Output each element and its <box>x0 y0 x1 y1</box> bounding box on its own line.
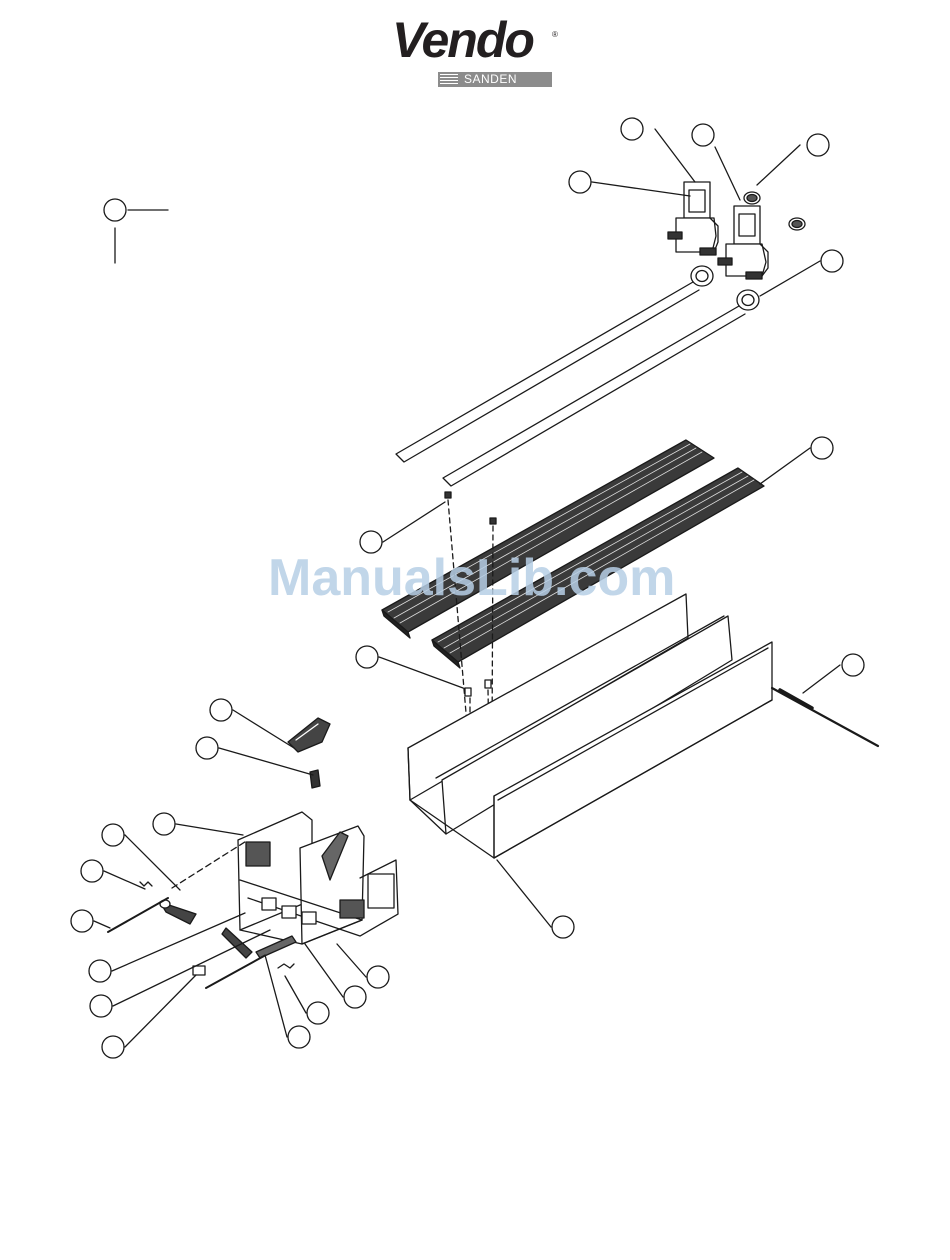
watermark-text: ManualsLib.com <box>268 548 675 608</box>
callout-leader <box>305 944 343 997</box>
callout-leader <box>265 955 287 1037</box>
callout-balloon <box>89 960 111 982</box>
callout-leader <box>113 930 270 1006</box>
callout-balloon <box>102 1036 124 1058</box>
callout-balloon <box>821 250 843 272</box>
callout-balloon <box>307 1002 329 1024</box>
callout-balloon <box>344 986 366 1008</box>
delivery-housing <box>238 812 398 944</box>
lever-arm-left <box>160 900 196 924</box>
callout-balloon <box>569 171 591 193</box>
callout-leader <box>233 710 294 748</box>
callout-leader <box>104 871 145 889</box>
lever-arm-right <box>222 928 296 958</box>
callout-balloon <box>811 437 833 459</box>
callout-balloon <box>367 966 389 988</box>
gate-bracket-left <box>668 182 718 255</box>
callout-balloon <box>104 199 126 221</box>
callout-leader <box>112 913 245 971</box>
callout-balloon <box>621 118 643 140</box>
callout-leader <box>125 975 196 1047</box>
label-plate <box>193 966 205 975</box>
callout-leader <box>803 665 840 693</box>
callout-leader <box>497 860 551 927</box>
callout-leader <box>655 129 695 182</box>
callout-balloon <box>71 910 93 932</box>
callout-leader <box>176 824 243 835</box>
callout-balloon <box>288 1026 310 1048</box>
callout-leader <box>94 921 110 928</box>
bearing-cap-1 <box>744 192 760 204</box>
callout-balloon <box>90 995 112 1017</box>
callout-leader <box>757 145 800 185</box>
bearing-cap-2 <box>789 218 805 230</box>
callout-balloon <box>102 824 124 846</box>
callout-leader <box>337 944 366 977</box>
probe-rod <box>772 688 878 746</box>
coil-rod-left <box>396 266 713 462</box>
gate-bracket-right <box>718 206 768 279</box>
callout-balloon <box>552 916 574 938</box>
callout-leader <box>715 147 740 200</box>
callout-leader <box>760 448 810 484</box>
callout-balloon <box>196 737 218 759</box>
callout-leader <box>760 261 820 296</box>
callout-balloon <box>81 860 103 882</box>
callout-leader <box>379 657 463 688</box>
callout-leader <box>383 502 445 542</box>
callout-balloon <box>356 646 378 668</box>
wedge-bracket <box>288 718 330 752</box>
callout-balloon <box>153 813 175 835</box>
retaining-clip <box>310 770 320 788</box>
callout-leader <box>285 976 306 1013</box>
callout-leader <box>125 835 180 890</box>
callout-balloon <box>210 699 232 721</box>
callout-balloon <box>692 124 714 146</box>
callout-balloon <box>807 134 829 156</box>
callout-balloon <box>842 654 864 676</box>
callout-leader <box>592 182 690 196</box>
